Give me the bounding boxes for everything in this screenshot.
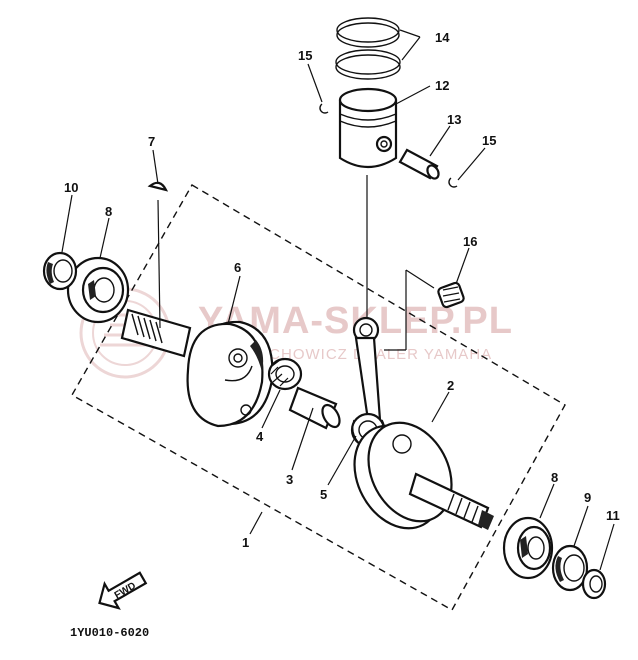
piston-rings [335, 17, 401, 80]
callout-1: 1 [242, 535, 249, 550]
callout-8-left: 8 [105, 204, 112, 219]
collar [581, 568, 607, 600]
left-oil-seal [42, 251, 78, 291]
piston [338, 87, 398, 169]
callout-2: 2 [447, 378, 454, 393]
connecting-rod [350, 316, 386, 448]
callout-10: 10 [64, 180, 78, 195]
left-crank-half [120, 308, 274, 428]
callout-16: 16 [463, 234, 477, 249]
crankshaft-assembly-outline [71, 184, 566, 611]
circlip-right [448, 177, 458, 188]
right-crank-half [353, 421, 494, 530]
piston-pin [398, 148, 440, 180]
callout-4: 4 [256, 429, 264, 444]
callout-12: 12 [435, 78, 449, 93]
callout-8-right: 8 [551, 470, 558, 485]
callout-7: 7 [148, 134, 155, 149]
callout-14: 14 [435, 30, 450, 45]
circlip-left [319, 103, 329, 114]
callout-9: 9 [584, 490, 591, 505]
callout-15-right: 15 [482, 133, 496, 148]
callout-11: 11 [606, 508, 620, 523]
callout-13: 13 [447, 112, 461, 127]
callout-3: 3 [286, 472, 293, 487]
crankpin-bearing [267, 357, 303, 391]
left-bearing [66, 256, 130, 324]
callout-5: 5 [320, 487, 327, 502]
fwd-arrow-icon: FWD [98, 571, 148, 610]
callout-15-left: 15 [298, 48, 312, 63]
drawing-code: 1YU010-6020 [70, 626, 149, 640]
crank-pin [288, 386, 341, 430]
callout-6: 6 [234, 260, 241, 275]
right-oil-seal [551, 544, 589, 592]
leader-lines [61, 29, 615, 571]
right-bearing [502, 516, 554, 580]
woodruff-key [147, 181, 169, 192]
pin-alignment-line [384, 269, 435, 351]
small-end-bearing [437, 281, 465, 309]
fwd-label: FWD [113, 581, 138, 602]
